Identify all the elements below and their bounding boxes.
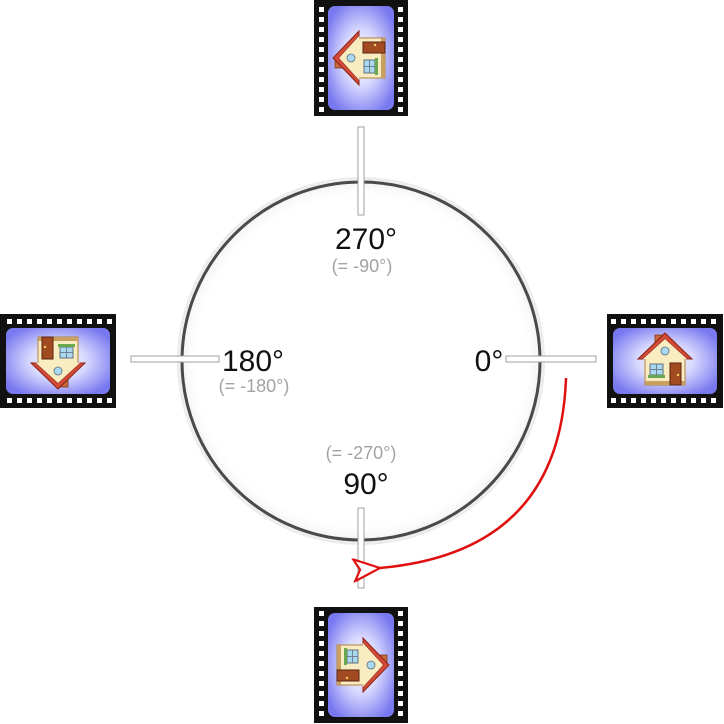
label-90-sub: (= -270°) <box>326 443 397 463</box>
label-270-sub: (= -90°) <box>332 256 393 276</box>
tick-90 <box>357 507 365 589</box>
label-0-main: 0° <box>475 345 504 378</box>
frame-180-degrees <box>0 314 116 408</box>
tick-270 <box>357 126 365 216</box>
frame-270-degrees <box>314 0 408 116</box>
tick-180 <box>130 355 220 363</box>
label-270-main: 270° <box>335 223 397 256</box>
label-180-main: 180° <box>222 345 284 378</box>
frame-90-degrees <box>314 607 408 723</box>
label-90-main: 90° <box>343 468 388 501</box>
label-180-sub: (= -180°) <box>219 376 290 396</box>
tick-0 <box>505 355 597 363</box>
clockwise-arrow-icon <box>380 377 568 568</box>
frame-0-degrees <box>607 314 723 408</box>
circle-glow <box>177 177 545 545</box>
